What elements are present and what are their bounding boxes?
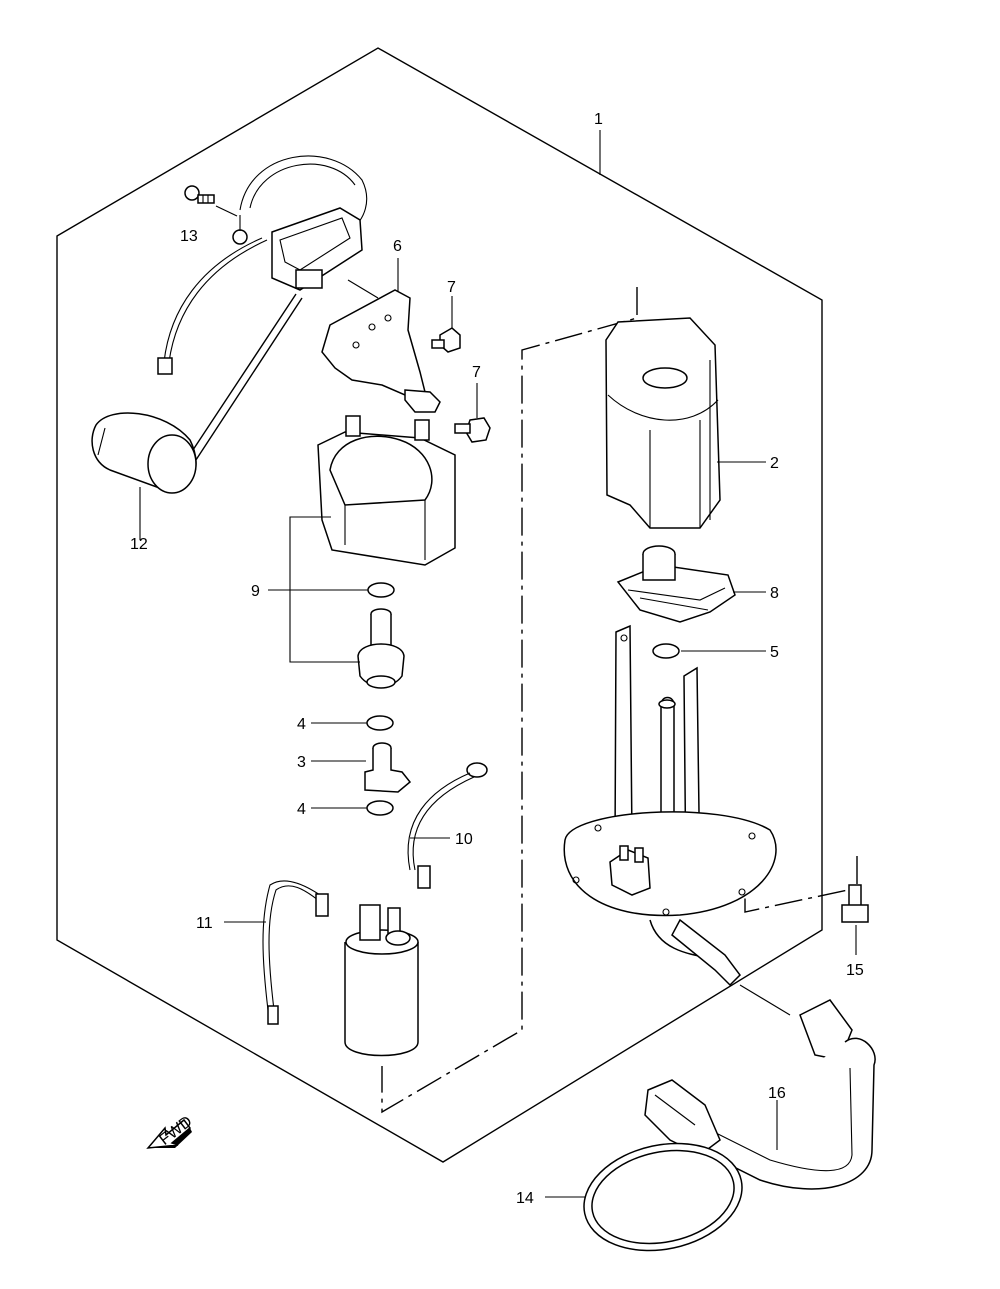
callout-10: 10 [455,831,473,848]
part-4-o-ring-lower [366,800,394,816]
callout-11: 11 [196,915,213,932]
part-15-bolt [841,884,869,955]
callout-12: 12 [130,536,148,553]
part-4-o-ring-upper [366,715,394,731]
part-9-regulator-valve [357,608,405,689]
part-8-filter [616,545,766,623]
callout-15: 15 [846,962,864,979]
callout-6: 6 [393,238,402,255]
part-10-lead-wire [407,762,488,889]
part-5-o-ring [652,643,680,659]
callout-3: 3 [297,754,306,771]
fuel-pump-motor [344,904,419,1057]
part-6-bracket [321,258,441,413]
callout-4-lower: 4 [297,801,306,818]
inner-dashed-boundaries [381,287,858,1114]
callout-9: 9 [251,583,260,600]
callout-16: 16 [768,1085,786,1102]
callout-13: 13 [180,228,198,245]
callout-7-lower: 7 [472,364,481,381]
part-12-fuel-level-sender [91,155,368,540]
part-16-fuel-hose [644,999,876,1190]
assembly-outline [56,47,823,1163]
part-2-pump-case [605,317,766,529]
part-14-large-o-ring [545,1142,743,1252]
part-9-regulator-housing [317,415,456,566]
part-7-screws [431,296,491,443]
callout-7-upper: 7 [447,279,456,296]
part-3-fitting [364,742,412,793]
forward-arrow-icon: FWD [146,1113,196,1149]
callout-4-upper: 4 [297,716,306,733]
part-9-o-ring [367,582,395,598]
pump-mounting-flange [563,624,791,1016]
callout-2: 2 [770,455,779,472]
part-13-screw [184,185,238,217]
callout-14: 14 [516,1190,534,1207]
callout-8: 8 [770,585,779,602]
part-11-lead-wire [224,880,329,1025]
callout-1: 1 [594,111,603,128]
callout-5: 5 [770,644,779,661]
